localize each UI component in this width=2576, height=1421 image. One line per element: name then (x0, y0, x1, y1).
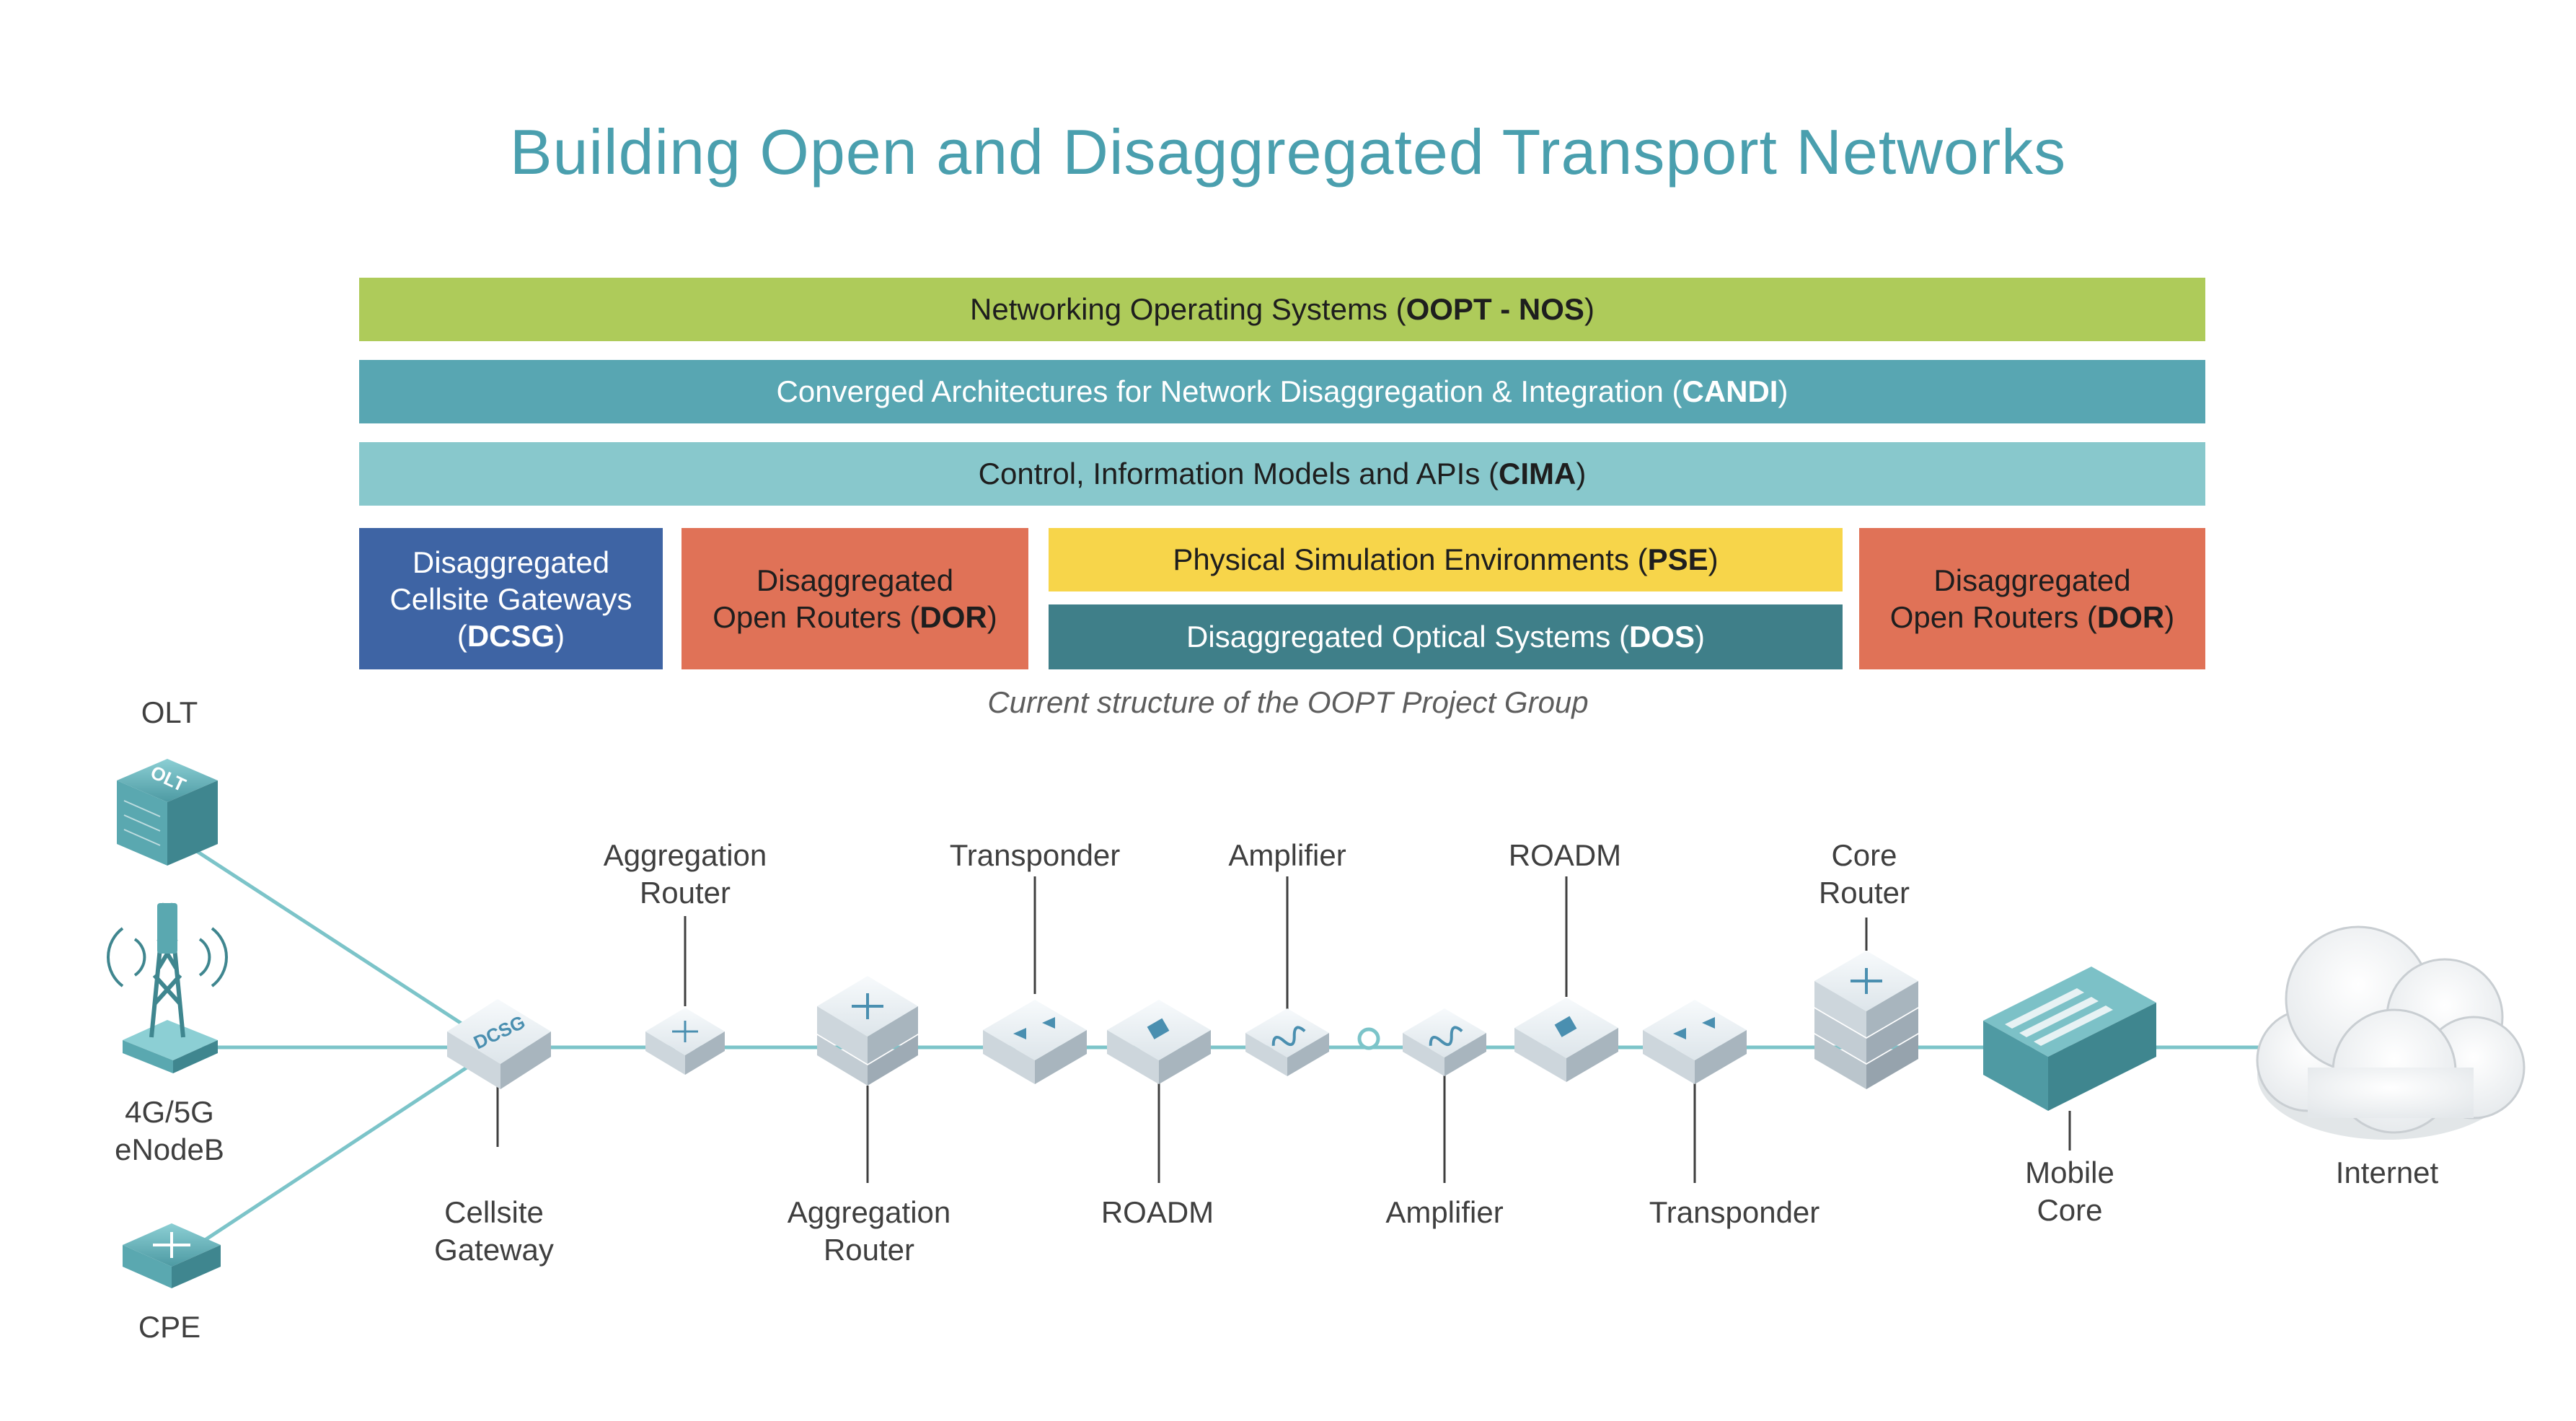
internet-cloud (2256, 925, 2526, 1140)
layer-dos-end: ) (1694, 620, 1705, 654)
layer-dor-left-line1: Disaggregated (756, 563, 954, 597)
link-cpe (186, 1055, 485, 1254)
layer-cima: Control, Information Models and APIs (CI… (359, 442, 2205, 506)
label-amplifier-bottom: Amplifier (1385, 1195, 1504, 1229)
fiber-span-marker (1357, 1027, 1380, 1050)
layer-cima-abbr: CIMA (1499, 457, 1576, 490)
layer-dos-abbr: DOS (1628, 620, 1695, 654)
layer-dor-left: Disaggregated Open Routers (DOR) (682, 528, 1028, 669)
label-transponder-top: Transponder (949, 838, 1121, 872)
layer-pse-abbr: PSE (1647, 542, 1708, 576)
label-tick-lines (496, 876, 2071, 1183)
roadm-right-device (1514, 998, 1618, 1082)
dcsg-device: DCSG (447, 999, 551, 1089)
layer-nos: Networking Operating Systems (OOPT - NOS… (359, 278, 2205, 341)
core-router-device (1814, 951, 1918, 1089)
layer-candi: Converged Architectures for Network Disa… (359, 360, 2205, 423)
aggregation-router-bottom-device (817, 976, 918, 1086)
link-olt (190, 845, 492, 1044)
label-transponder-bottom: Transponder (1649, 1195, 1820, 1229)
layer-dcsg: Disaggregated Cellsite Gateways (DCSG) (359, 528, 663, 669)
layer-nos-abbr: OOPT - NOS (1406, 292, 1584, 326)
layer-cima-text: Control, Information Models and APIs ( (978, 457, 1499, 490)
layer-pse-text: Physical Simulation Environments ( (1173, 542, 1648, 576)
label-internet: Internet (2335, 1156, 2439, 1189)
layer-dcsg-line2: Cellsite Gateways (389, 581, 632, 616)
roadm-left-device (1107, 1000, 1211, 1084)
layer-candi-text: Converged Architectures for Network Disa… (776, 374, 1682, 408)
label-roadm-bottom: ROADM (1100, 1195, 1214, 1229)
layer-dcsg-line1: Disaggregated (412, 545, 610, 579)
layer-pse-end: ) (1708, 542, 1719, 576)
label-olt: OLT (141, 695, 198, 729)
layer-dor-right-line2: Open Routers (DOR) (1889, 600, 2175, 634)
transponder-right-device (1643, 1000, 1747, 1084)
amplifier-right-device (1403, 1008, 1486, 1076)
olt-device: OLT (117, 759, 218, 866)
layer-nos-end: ) (1584, 292, 1594, 326)
enodeb-tower (107, 902, 228, 1073)
label-cpe: CPE (138, 1310, 201, 1344)
layer-candi-end: ) (1778, 374, 1788, 408)
layer-dcsg-line3: (DCSG) (456, 618, 565, 653)
layer-dor-left-line2: Open Routers (DOR) (713, 600, 997, 634)
layer-candi-abbr: CANDI (1682, 374, 1778, 408)
layer-cima-end: ) (1576, 457, 1587, 490)
aggregation-router-top-device (645, 1008, 725, 1075)
page-title: Building Open and Disaggregated Transpor… (509, 116, 2067, 188)
layer-dor-right-line1: Disaggregated (1933, 563, 2131, 597)
label-amplifier-top: Amplifier (1228, 838, 1346, 872)
mobile-core-building (1983, 967, 2156, 1111)
cpe-device (123, 1223, 221, 1288)
layer-dos-text: Disaggregated Optical Systems ( (1186, 620, 1629, 654)
layer-dos: Disaggregated Optical Systems (DOS) (1049, 604, 1843, 669)
amplifier-left-device (1245, 1008, 1329, 1076)
layer-dor-right: Disaggregated Open Routers (DOR) (1859, 528, 2205, 669)
structure-caption: Current structure of the OOPT Project Gr… (987, 685, 1589, 719)
transponder-left-device (983, 1000, 1087, 1084)
layer-nos-text: Networking Operating Systems ( (970, 292, 1406, 326)
label-roadm-top: ROADM (1508, 838, 1622, 872)
layer-pse: Physical Simulation Environments (PSE) (1049, 528, 1843, 591)
